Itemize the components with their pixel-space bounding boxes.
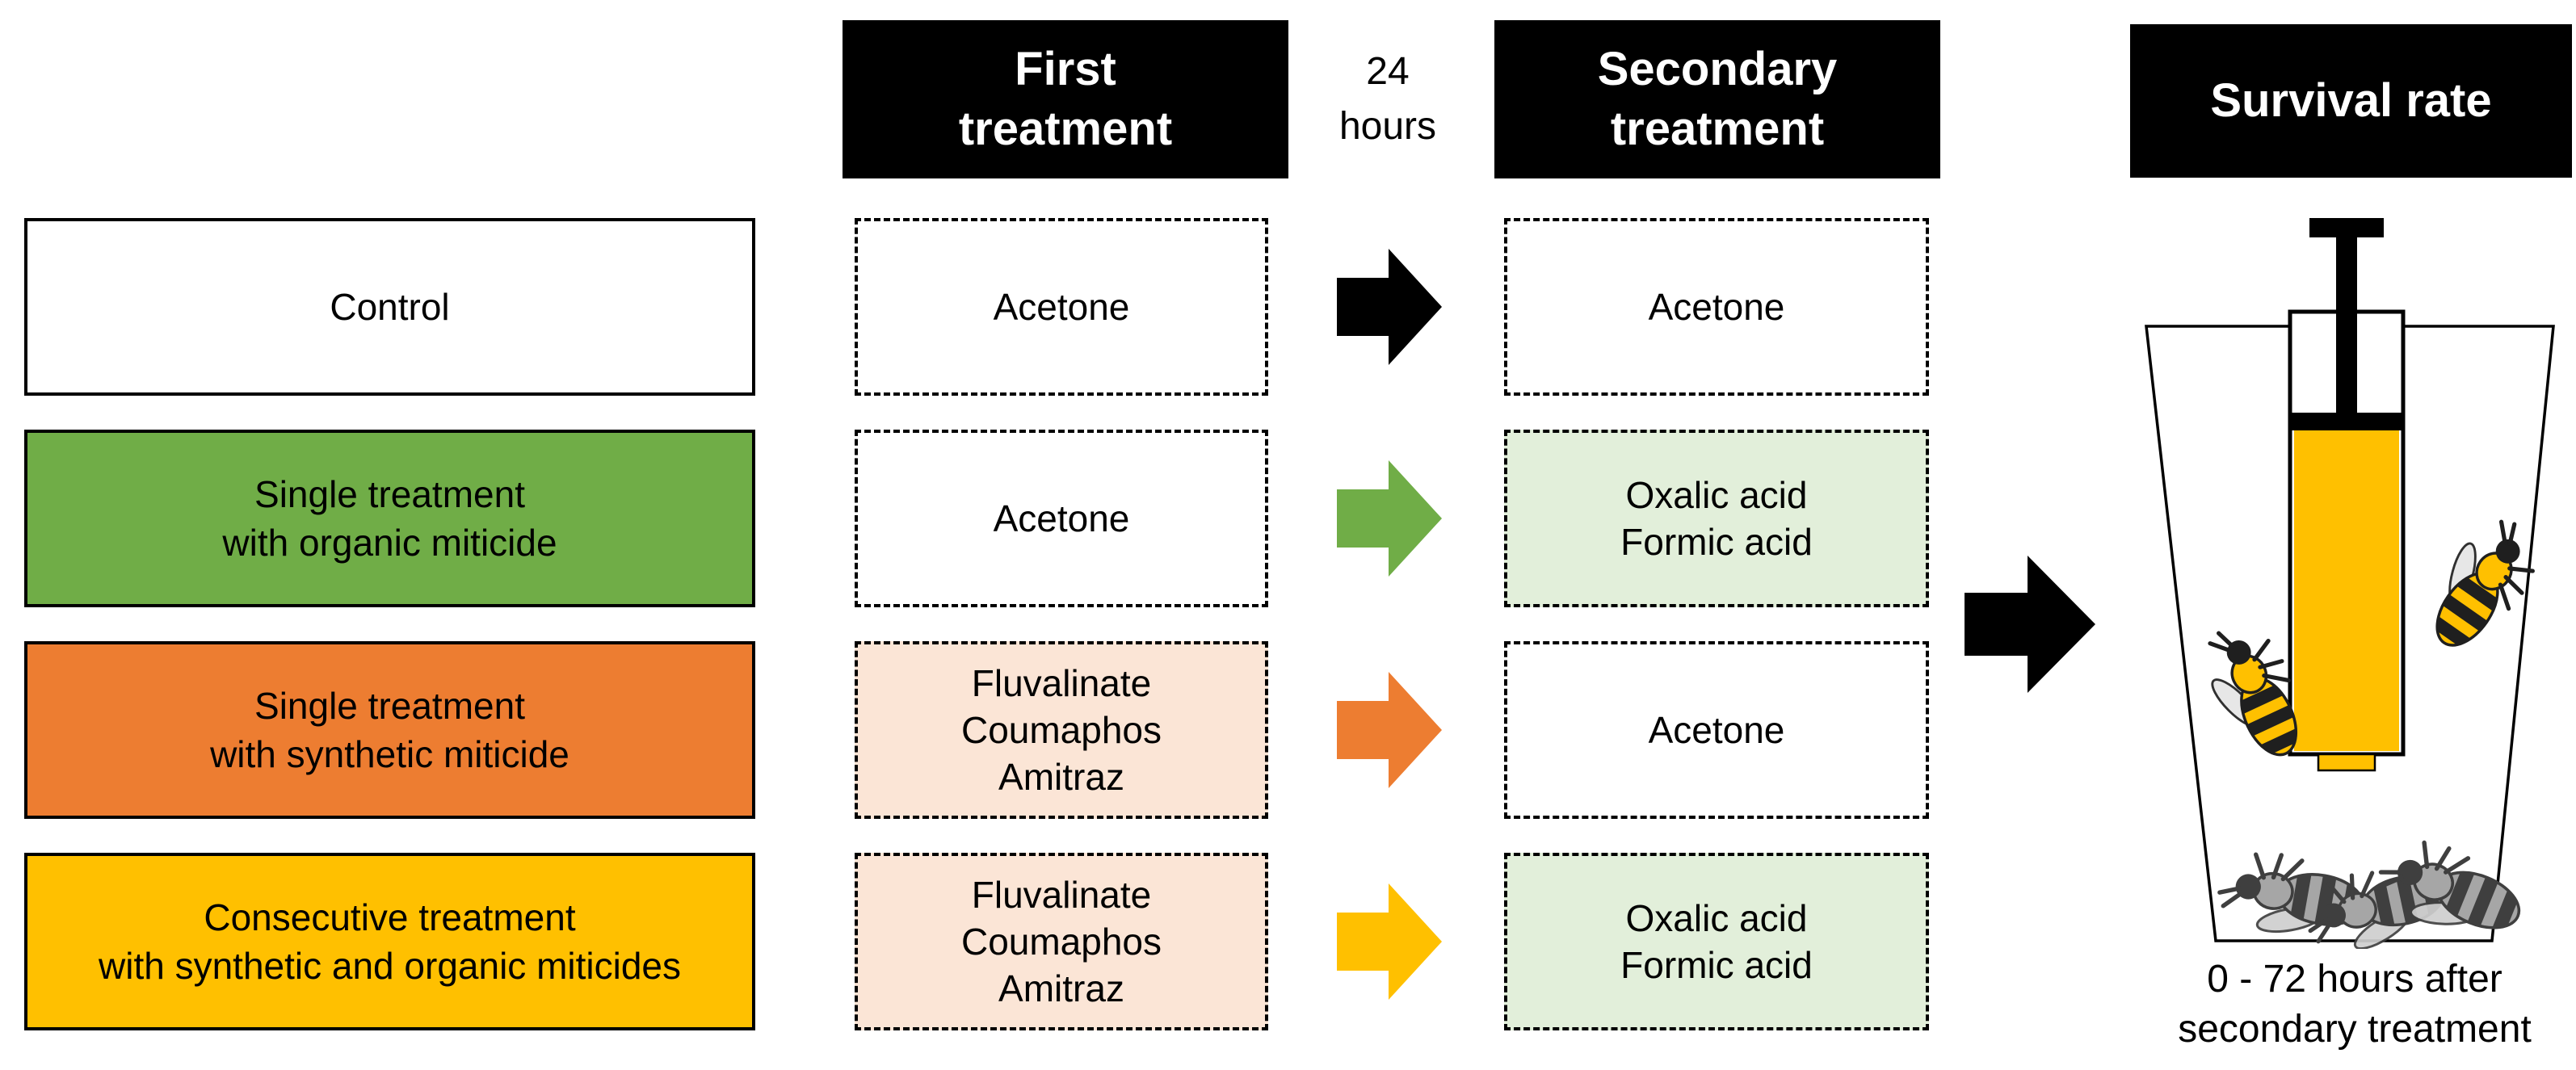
group-box-label: with synthetic miticide <box>210 733 569 775</box>
survival-cup-illustration <box>2145 218 2555 949</box>
first-treatment-label: Acetone <box>993 497 1130 539</box>
secondary-treatment-box-row1: Acetone <box>1504 218 1929 396</box>
group-box-organic-single: Single treatment with organic miticide <box>24 430 755 607</box>
arrow-tail <box>1965 593 2029 656</box>
first-treatment-label: Fluvalinate <box>971 662 1152 704</box>
first-treatment-label: Fluvalinate <box>971 874 1152 916</box>
first-treatment-label: Amitraz <box>998 967 1124 1009</box>
group-box-consecutive: Consecutive treatment with synthetic and… <box>24 853 755 1030</box>
syringe-icon <box>2288 218 2406 772</box>
arrow-head <box>2028 556 2095 693</box>
arrow-head <box>1389 883 1442 1000</box>
secondary-treatment-label: Oxalic acid <box>1625 474 1808 516</box>
arrow-right-icon-row4 <box>1337 883 1442 1000</box>
survival-caption-line1: 0 - 72 hours after <box>2207 958 2502 1001</box>
first-treatment-box-row4: Fluvalinate Coumaphos Amitraz <box>855 853 1268 1030</box>
secondary-treatment-label: Formic acid <box>1620 944 1813 986</box>
group-box-synthetic-single: Single treatment with synthetic miticide <box>24 641 755 819</box>
interval-line1: 24 <box>1366 50 1410 93</box>
header-secondary-treatment: Secondary treatment <box>1494 20 1940 178</box>
survival-caption-line2: secondary treatment <box>2178 1008 2532 1051</box>
arrow-tail <box>1337 278 1390 336</box>
big-arrow-right-icon <box>1965 556 2095 693</box>
first-treatment-box-row3: Fluvalinate Coumaphos Amitraz <box>855 641 1268 819</box>
group-box-label: Single treatment <box>254 473 525 515</box>
first-treatment-box-row1: Acetone <box>855 218 1268 396</box>
arrow-head <box>1389 249 1442 365</box>
interval-line2: hours <box>1338 105 1437 148</box>
group-box-label: with organic miticide <box>222 522 557 564</box>
header-secondary-treatment-line2: treatment <box>1610 103 1825 155</box>
survival-caption: 0 - 72 hours after secondary treatment <box>2112 955 2576 1055</box>
header-first-treatment: First treatment <box>843 20 1288 178</box>
arrow-tail <box>1337 489 1390 548</box>
header-first-treatment-line2: treatment <box>958 103 1173 155</box>
arrow-right-icon-row2 <box>1337 460 1442 577</box>
arrow-head <box>1389 460 1442 577</box>
group-box-label: Control <box>330 286 450 328</box>
secondary-treatment-box-row4: Oxalic acid Formic acid <box>1504 853 1929 1030</box>
header-secondary-treatment-line1: Secondary <box>1597 43 1838 95</box>
header-survival-rate: Survival rate <box>2130 24 2572 178</box>
group-box-label: Consecutive treatment <box>204 896 576 938</box>
arrow-tail <box>1337 701 1390 759</box>
syringe-plunger-rod <box>2336 236 2357 420</box>
secondary-treatment-box-row3: Acetone <box>1504 641 1929 819</box>
first-treatment-label: Coumaphos <box>960 921 1162 963</box>
interval-label: 24 hours <box>1315 39 1460 160</box>
group-box-label: with synthetic and organic miticides <box>99 945 681 987</box>
secondary-treatment-box-row2: Oxalic acid Formic acid <box>1504 430 1929 607</box>
first-treatment-label: Coumaphos <box>960 709 1162 751</box>
arrow-right-icon-row3 <box>1337 672 1442 788</box>
secondary-treatment-label: Formic acid <box>1620 521 1813 563</box>
arrow-right-icon-row1 <box>1337 249 1442 365</box>
syringe-plunger-handle <box>2309 218 2384 237</box>
arrow-head <box>1389 672 1442 788</box>
first-treatment-box-row2: Acetone <box>855 430 1268 607</box>
header-survival-rate-label: Survival rate <box>2210 74 2492 127</box>
secondary-treatment-label: Oxalic acid <box>1625 897 1808 939</box>
group-box-label: Single treatment <box>254 685 525 727</box>
secondary-treatment-label: Acetone <box>1648 286 1785 328</box>
arrow-tail <box>1337 913 1390 971</box>
first-treatment-label: Acetone <box>993 286 1130 328</box>
secondary-treatment-label: Acetone <box>1648 709 1785 751</box>
header-first-treatment-line1: First <box>1015 43 1116 95</box>
group-box-control: Control <box>24 218 755 396</box>
first-treatment-label: Amitraz <box>998 756 1124 798</box>
